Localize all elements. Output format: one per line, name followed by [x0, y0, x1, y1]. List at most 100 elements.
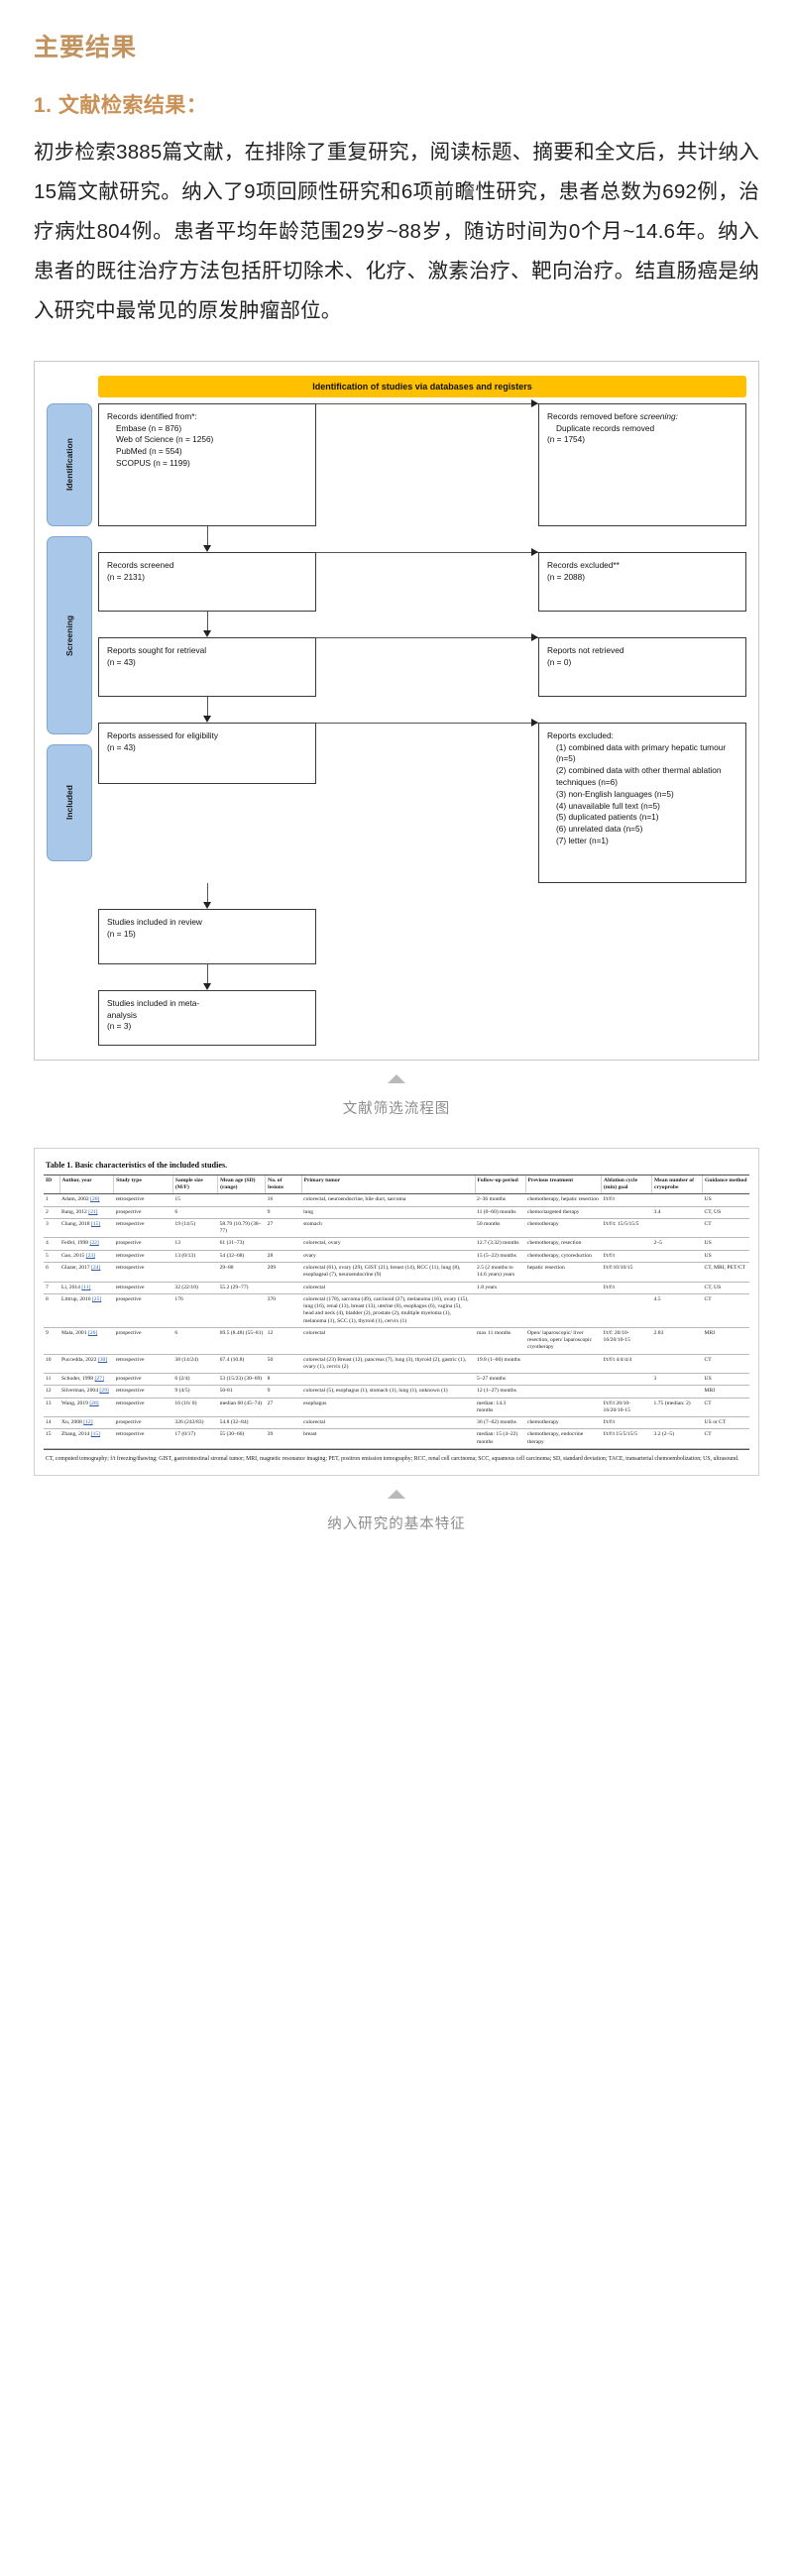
td-mean-age	[217, 1193, 266, 1207]
reference-link[interactable]: [15]	[91, 1220, 101, 1227]
th-previous-treatment: Previous treatment	[524, 1174, 602, 1195]
td-study-type: prospective	[113, 1416, 173, 1430]
td-ablation-cycle: f/t/f/t	[601, 1416, 652, 1430]
prisma-banner: Identification of studies via databases …	[98, 375, 746, 397]
box-reports-not-retrieved: Reports not retrieved (n = 0)	[538, 636, 746, 697]
reports-not-retrieved-label: Reports not retrieved	[547, 644, 624, 655]
records-excluded-n: (n = 2088)	[547, 571, 586, 582]
collapse-caret-icon-2[interactable]	[388, 1490, 405, 1499]
reference-link[interactable]: [30]	[97, 1356, 108, 1363]
td-author-year: Puccedda, 2022 [30]	[59, 1353, 114, 1375]
td-primary-tumor: colorectal (23) Breast (12), pancreas (7…	[301, 1353, 476, 1375]
td-previous-treatment: chemo/targeted therapy	[525, 1205, 602, 1219]
td-sample-size: 32 (22/10)	[172, 1281, 218, 1294]
td-no-lesions: 370	[265, 1292, 302, 1328]
reference-link[interactable]: [24]	[91, 1264, 101, 1271]
td-author-year: Silverman, 2004 [29]	[59, 1385, 114, 1399]
box-records-removed-title2: screening:	[639, 410, 678, 421]
reference-link[interactable]: [15]	[90, 1431, 101, 1438]
reports-not-retrieved-n: (n = 0)	[547, 656, 572, 667]
th-guidance-method: Guidance method	[702, 1174, 749, 1195]
prisma-row-sought: Reports sought for retrieval (n = 43) Re…	[98, 633, 746, 697]
td-mean-cryoprobe	[651, 1261, 703, 1283]
td-primary-tumor: colorectal (61), ovary (29), GIST (21), …	[301, 1261, 476, 1283]
td-ablation-cycle: f/t/f:10/10/15	[601, 1261, 652, 1283]
reason-3: (3) non-English languages (n=5)	[556, 788, 674, 799]
td-mean-age: 50-81	[217, 1385, 266, 1399]
th-id: ID	[44, 1174, 60, 1195]
td-study-type: retrospective	[113, 1428, 173, 1450]
td-guidance-method: US	[702, 1193, 749, 1207]
td-primary-tumor: colorectal	[301, 1326, 476, 1355]
td-followup: 1.8 years	[475, 1281, 526, 1294]
td-mean-cryoprobe	[651, 1281, 703, 1294]
collapse-caret-icon[interactable]	[388, 1073, 405, 1083]
connector-down-5	[98, 963, 316, 990]
reports-excluded-title: Reports excluded:	[547, 729, 614, 740]
prisma-row-identification: Records identified from*: Embase (n = 87…	[98, 399, 746, 526]
body-paragraph: 初步检索3885篇文献，在排除了重复研究，阅读标题、摘要和全文后，共计纳入15篇…	[34, 141, 759, 322]
reference-link[interactable]: [29]	[99, 1388, 109, 1395]
td-mean-age	[217, 1205, 266, 1219]
td-followup: 15 (5–22) months	[475, 1249, 526, 1263]
td-id: 6	[44, 1261, 60, 1283]
td-ablation-cycle: f/t/f: 20/10-16/20/10-15	[601, 1326, 652, 1355]
lane-screening: Screening	[47, 535, 92, 734]
reference-link[interactable]: [22]	[89, 1240, 99, 1247]
td-no-lesions: 50	[265, 1353, 302, 1375]
td-primary-tumor: colorectal	[301, 1281, 476, 1294]
reference-link[interactable]: [23]	[85, 1252, 96, 1259]
td-study-type: prospective	[113, 1373, 173, 1387]
page-title: 主要结果	[34, 34, 138, 61]
td-previous-treatment	[525, 1397, 602, 1418]
reference-link[interactable]: [11]	[81, 1284, 91, 1290]
db-embase: Embase (n = 876)	[116, 422, 182, 433]
td-sample-size: 16 (16/ 0)	[172, 1397, 218, 1418]
td-author-year: Mala, 2001 [26]	[59, 1326, 114, 1355]
td-author-year: Xu, 2008 [12]	[59, 1416, 114, 1430]
reference-link[interactable]: [26]	[87, 1329, 98, 1336]
td-mean-age	[217, 1292, 266, 1328]
td-author-year: Zhang, 2014 [15]	[59, 1428, 114, 1450]
reference-link[interactable]: [20]	[90, 1196, 100, 1203]
db-pubmed: PubMed (n = 554)	[116, 446, 182, 457]
td-primary-tumor	[301, 1373, 476, 1387]
reports-assessed-label: Reports assessed for eligibility	[107, 729, 219, 740]
reference-link[interactable]: [25]	[91, 1295, 102, 1302]
reference-link[interactable]: [27]	[94, 1376, 104, 1383]
td-guidance-method: US	[702, 1249, 749, 1263]
th-author-year: Author, year	[58, 1174, 114, 1195]
td-study-type: retrospective	[113, 1249, 173, 1263]
td-author-year: Glazer, 2017 [24]	[59, 1261, 114, 1283]
reference-link[interactable]: [28]	[89, 1400, 99, 1406]
td-followup: 2.5 (2 months to 14.6 years) years	[475, 1261, 526, 1283]
reference-link[interactable]: [21]	[88, 1208, 98, 1215]
td-guidance-method: CT	[702, 1428, 749, 1450]
td-previous-treatment: chemotherapy, cytoreduction	[525, 1249, 602, 1263]
connector-down-2	[98, 611, 316, 637]
td-mean-age: 55.2 (29–77)	[217, 1281, 266, 1294]
td-sample-size: 19 (14/5)	[172, 1217, 218, 1239]
reference-link[interactable]: [12]	[83, 1419, 93, 1426]
td-previous-treatment	[525, 1385, 602, 1399]
figure-frame: Identification of studies via databases …	[34, 360, 759, 1061]
td-mean-cryoprobe: 1.75 (median: 2)	[651, 1397, 703, 1418]
box-reports-assessed: Reports assessed for eligibility (n = 43…	[98, 722, 316, 784]
td-followup: 12 (1–27) months	[475, 1385, 526, 1399]
td-no-lesions: 16	[265, 1193, 302, 1207]
td-id: 15	[44, 1428, 60, 1450]
td-mean-cryoprobe: 3.2 (2–5)	[651, 1428, 703, 1450]
td-study-type: retrospective	[113, 1397, 173, 1418]
td-id: 13	[44, 1397, 60, 1418]
db-web-of-science: Web of Science (n = 1256)	[116, 434, 214, 445]
reports-assessed-n: (n = 43)	[107, 741, 136, 752]
td-primary-tumor: stomach	[301, 1217, 476, 1239]
reason-1: (1) combined data with primary hepatic t…	[556, 741, 727, 764]
reason-2: (2) combined data with other thermal abl…	[556, 765, 722, 787]
